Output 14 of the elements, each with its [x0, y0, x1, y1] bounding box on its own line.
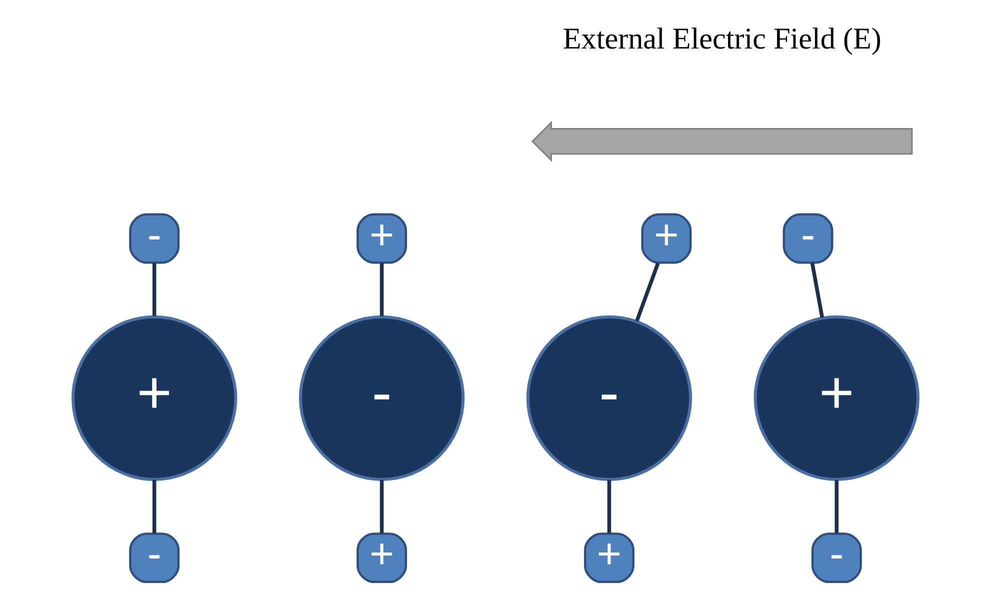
connector [152, 480, 156, 534]
node-circle: - [298, 315, 464, 481]
node-circle: - [526, 315, 692, 481]
node-circle: + [71, 315, 237, 481]
connector [379, 263, 384, 316]
node-circle: + [753, 315, 919, 481]
node-label: External Electric Field (E) [562, 22, 881, 56]
connector [634, 262, 660, 322]
connector [834, 480, 838, 534]
connector [379, 480, 384, 534]
connector [810, 262, 824, 318]
node-arrow [530, 120, 912, 162]
connector [606, 480, 611, 534]
connector [152, 263, 156, 316]
